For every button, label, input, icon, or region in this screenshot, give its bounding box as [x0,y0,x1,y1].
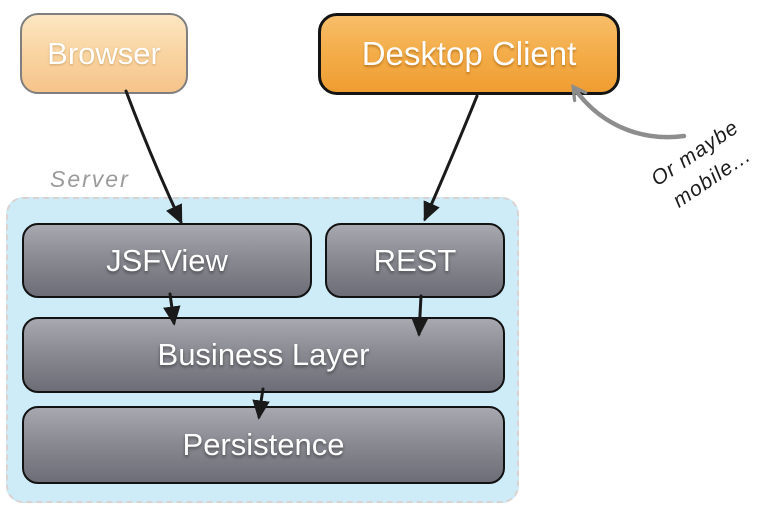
edge-annotation-to-desktop [574,88,687,140]
node-desktop-client: Desktop Client [318,13,620,95]
node-browser: Browser [20,13,188,94]
node-business-layer: Business Layer [22,317,505,393]
node-rest-label: REST [373,242,457,278]
node-jsfview-label: JSFView [106,242,228,278]
annotation-note: Or maybe mobile... [624,99,772,234]
node-business-layer-label: Business Layer [157,337,370,372]
node-desktop-client-label: Desktop Client [361,35,577,72]
node-jsfview: JSFView [22,223,312,298]
node-persistence-label: Persistence [182,427,345,462]
node-rest: REST [325,223,505,298]
node-browser-label: Browser [47,35,161,71]
node-persistence: Persistence [22,406,505,484]
server-group-label: Server [50,166,130,192]
